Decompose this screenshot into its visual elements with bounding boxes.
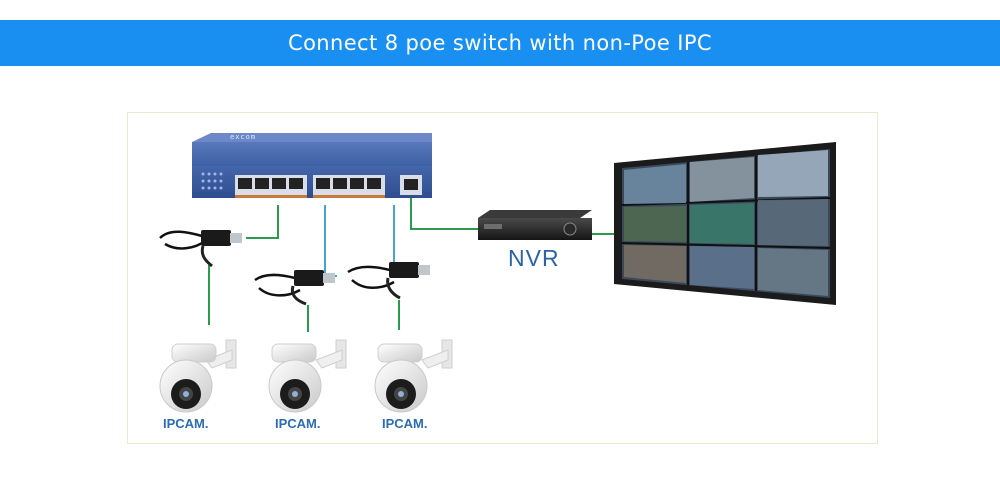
poe-splitter-1 (159, 230, 242, 268)
banner-title: Connect 8 poe switch with non-Poe IPC (288, 31, 712, 55)
poe-splitter-3 (347, 262, 430, 300)
camera-label-1: IPCAM. (163, 416, 209, 431)
title-banner: Connect 8 poe switch with non-Poe IPC (0, 20, 1000, 66)
uplink-port (400, 175, 422, 195)
poe-splitter-2 (254, 270, 335, 306)
switch-ports-group-a (235, 175, 307, 198)
ip-camera-2 (268, 339, 347, 413)
camera-label-2: IPCAM. (275, 416, 321, 431)
camera-label-3: IPCAM. (382, 416, 428, 431)
ip-camera-1 (159, 339, 237, 413)
switch-brand-text: excom (230, 133, 257, 141)
nvr-label: NVR (508, 245, 560, 271)
ip-camera-3 (374, 339, 453, 413)
poe-switch (192, 133, 432, 198)
video-wall-monitor (614, 142, 836, 305)
nvr-device (478, 210, 592, 240)
switch-ports-group-b (313, 175, 385, 198)
